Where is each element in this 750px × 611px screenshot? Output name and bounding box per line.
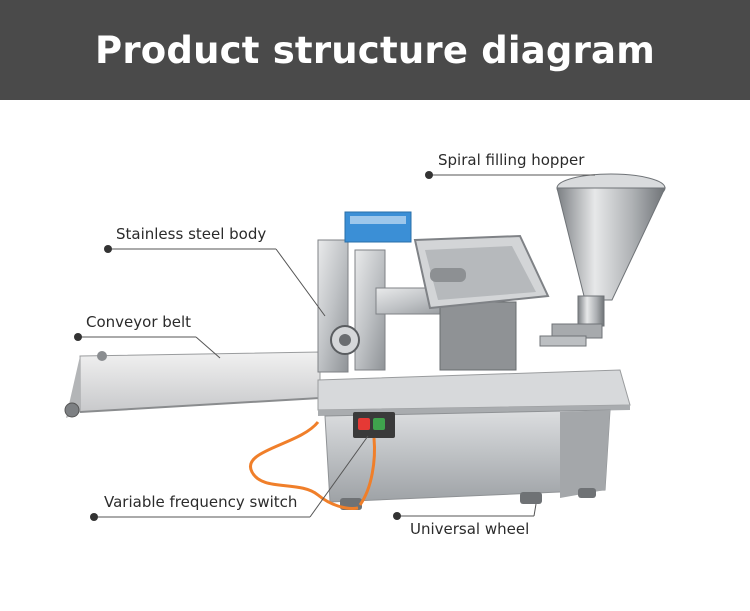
- callout-spiral-filling-hopper: Spiral filling hopper: [438, 151, 585, 169]
- callout-conveyor-belt: Conveyor belt: [86, 313, 192, 331]
- page-title: Product structure diagram: [95, 28, 655, 72]
- stainless-steel-body: [317, 211, 517, 373]
- callout-stainless-steel-body: Stainless steel body: [116, 225, 267, 243]
- callout-dots: [74, 171, 433, 521]
- leader-lines: [78, 174, 595, 518]
- header-banner: Product structure diagram: [0, 0, 750, 100]
- callout-variable-frequency-switch: Variable frequency switch: [104, 493, 298, 511]
- conveyor-belt: [64, 351, 321, 418]
- callout-universal-wheel: Universal wheel: [410, 520, 530, 538]
- forming-tray: [413, 234, 550, 310]
- spiral-filling-hopper: [539, 173, 666, 347]
- machine-cabinet: [317, 369, 631, 510]
- machine-illustration: [64, 171, 666, 521]
- control-box: [353, 412, 395, 438]
- power-cable: [248, 421, 359, 510]
- diagram-area: Spiral filling hopper Stainless steel bo…: [0, 100, 750, 611]
